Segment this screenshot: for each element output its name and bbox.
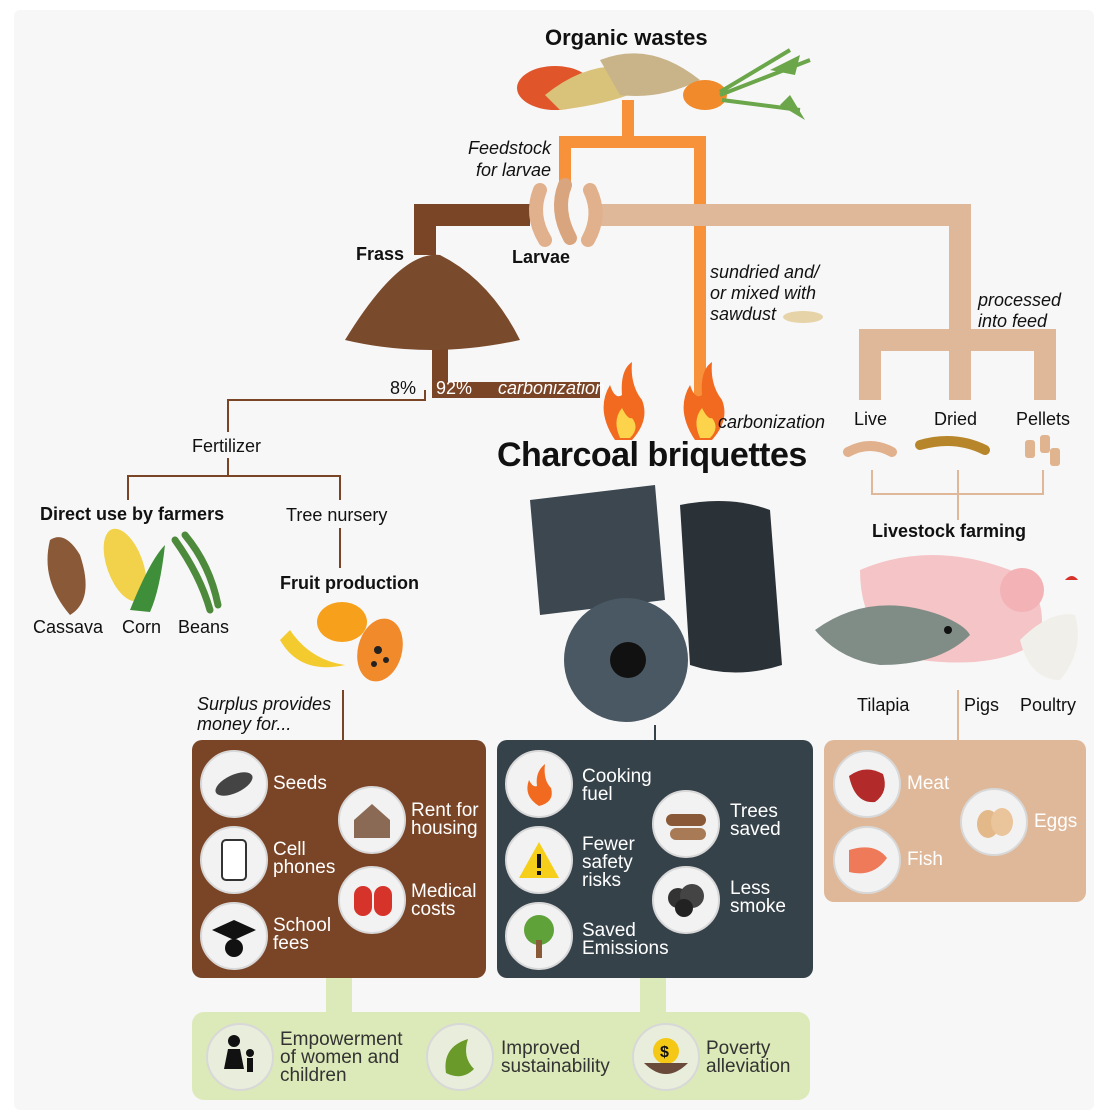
feedstock-label-1: Feedstock: [468, 138, 551, 159]
fruit-production-label: Fruit production: [280, 573, 419, 594]
tree-nursery-label: Tree nursery: [286, 505, 387, 526]
surplus-label-2: money for...: [197, 714, 291, 735]
direct-use-label: Direct use by farmers: [40, 504, 224, 525]
crop-label-cassava: Cassava: [33, 617, 103, 638]
seeds-icon: [200, 750, 268, 818]
briquettes-illustration: [530, 485, 782, 722]
money-bowl-icon: $: [632, 1023, 700, 1091]
emissions-label-2: Emissions: [582, 940, 669, 958]
beans-icon: [175, 535, 218, 610]
medical-pills-icon: [338, 866, 406, 934]
fertilizer-label: Fertilizer: [192, 436, 261, 457]
percent-92-label: 92%: [436, 378, 472, 399]
feed-type-live: Live: [854, 409, 887, 430]
frass-label: Frass: [356, 244, 404, 265]
surplus-label-1: Surplus provides: [197, 694, 331, 715]
feedstock-label-2: for larvae: [476, 160, 551, 181]
medical-label-2: costs: [411, 901, 455, 919]
pellets-icon: [1025, 435, 1060, 466]
sundried-label-2: or mixed with: [710, 283, 816, 304]
woman-and-child-icon: [206, 1023, 274, 1091]
seeds-label: Seeds: [273, 775, 327, 793]
larvae-illustration: [536, 185, 596, 240]
sustainability-label-2: sustainability: [501, 1058, 610, 1076]
feed-type-pellets: Pellets: [1016, 409, 1070, 430]
live-larvae-icon: [848, 446, 892, 452]
warning-icon: [505, 826, 573, 894]
processed-label-1: processed: [978, 290, 1061, 311]
animal-label-tilapia: Tilapia: [857, 695, 909, 716]
larvae-label: Larvae: [512, 247, 570, 268]
sundried-label-1: sundried and/: [710, 262, 819, 283]
fire-icon: [505, 750, 573, 818]
tree-icon: [505, 902, 573, 970]
organic-waste-illustration: [517, 50, 810, 120]
cooking-fuel-label-2: fuel: [582, 786, 613, 804]
feed-merge-line: [872, 470, 1043, 520]
sawdust-icon: [783, 311, 823, 323]
organic-wastes-label: Organic wastes: [545, 25, 708, 51]
eggs-label: Eggs: [1034, 813, 1077, 831]
processed-label-2: into feed: [978, 311, 1047, 332]
rent-label-2: housing: [411, 820, 478, 838]
flame-icon-left: [604, 362, 645, 440]
cassava-icon: [48, 537, 86, 615]
meat-label: Meat: [907, 775, 949, 793]
corn-icon: [95, 523, 165, 612]
fish-fillet-icon: [833, 826, 901, 894]
less-smoke-label-2: smoke: [730, 898, 786, 916]
sundried-path: [628, 142, 700, 400]
feed-type-dried: Dried: [934, 409, 977, 430]
smoke-cloud-icon: [652, 866, 720, 934]
logs-icon: [652, 790, 720, 858]
dried-larvae-icon: [920, 441, 985, 450]
svg-text:$: $: [660, 1044, 669, 1061]
feed-branch: [870, 340, 1045, 400]
leaf-icon: [426, 1023, 494, 1091]
meat-icon: [833, 750, 901, 818]
frass-pile: [345, 255, 520, 350]
fruit-illustration: [280, 602, 410, 687]
cell-phone-icon: [200, 826, 268, 894]
animal-label-poultry: Poultry: [1020, 695, 1076, 716]
fertilizer-branch: [128, 458, 340, 500]
livestock-farming-label: Livestock farming: [872, 521, 1026, 542]
percent-8-label: 8%: [390, 378, 416, 399]
charcoal-briquettes-title: Charcoal briquettes: [497, 436, 807, 475]
safety-label-3: risks: [582, 872, 621, 890]
graduation-cap-icon: [200, 902, 268, 970]
trees-saved-label-2: saved: [730, 821, 781, 839]
crop-label-beans: Beans: [178, 617, 229, 638]
feedstock-arrow: [565, 100, 628, 190]
house-icon: [338, 786, 406, 854]
cell-phones-label-2: phones: [273, 859, 335, 877]
empowerment-label-3: children: [280, 1067, 347, 1085]
fish-label: Fish: [907, 851, 943, 869]
crop-label-corn: Corn: [122, 617, 161, 638]
school-fees-label-2: fees: [273, 935, 309, 953]
carbonization-label-right: carbonization: [718, 412, 825, 433]
carbonization-label-left: carbonization: [498, 378, 605, 399]
sundried-label-3: sawdust: [710, 304, 776, 325]
animal-label-pigs: Pigs: [964, 695, 999, 716]
poverty-label-2: alleviation: [706, 1058, 791, 1076]
animals-illustration: [815, 555, 1078, 680]
eggs-icon: [960, 788, 1028, 856]
